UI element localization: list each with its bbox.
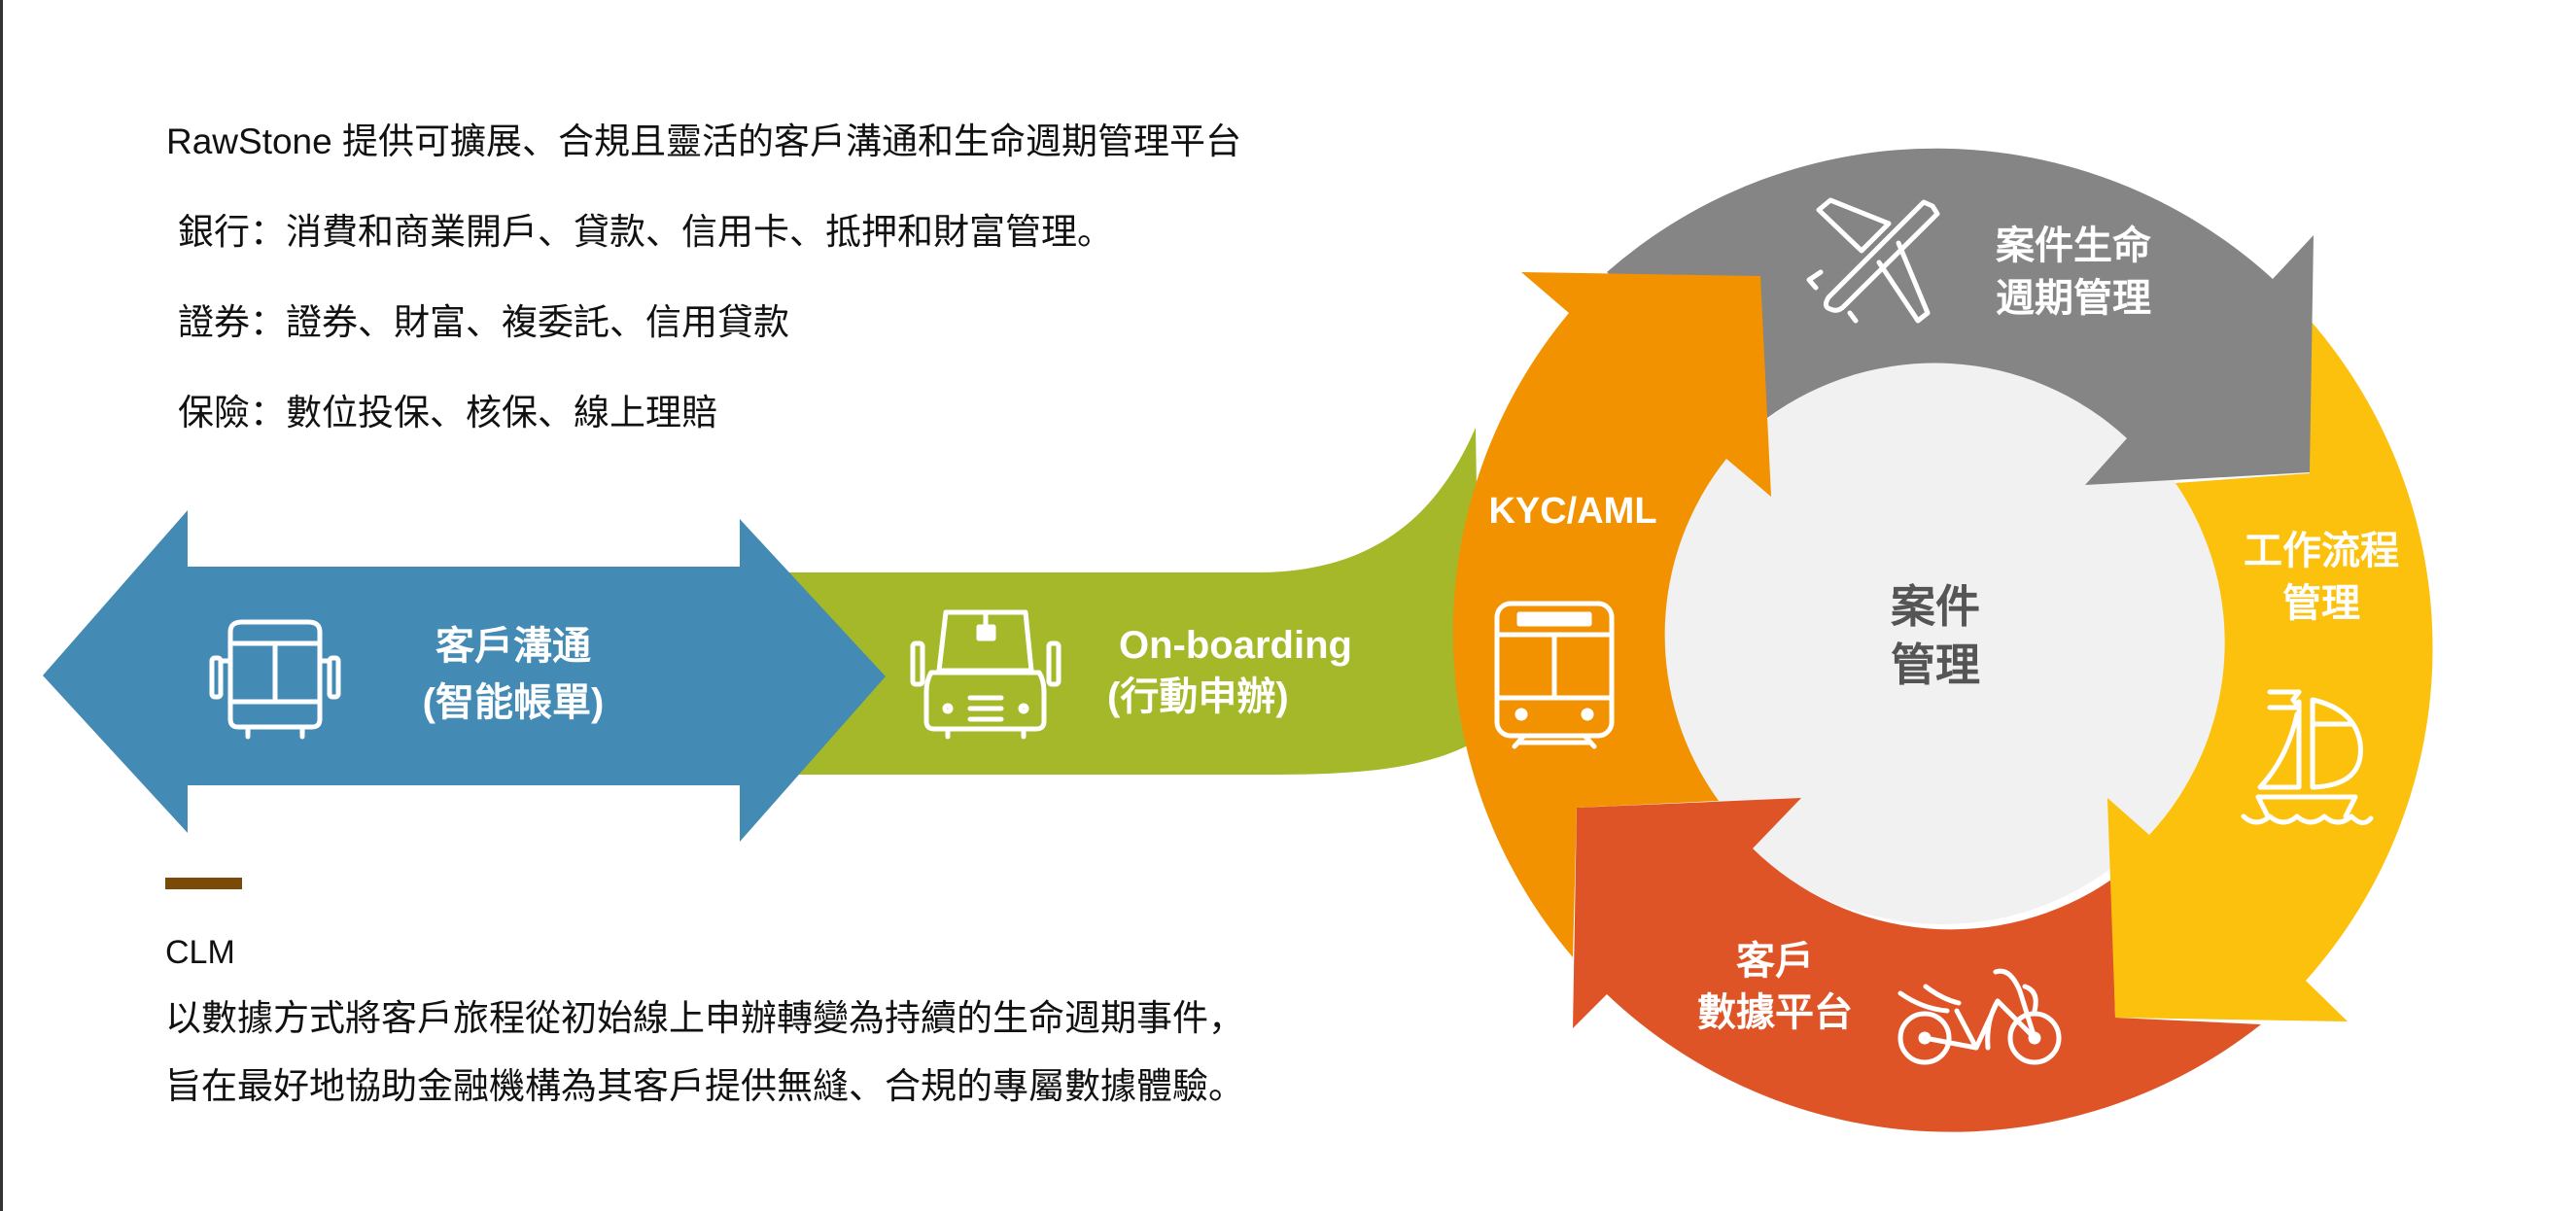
communication-arrow xyxy=(43,510,886,842)
intro-title: RawStone 提供可擴展、合規且靈活的客戶溝通和生命週期管理平台 xyxy=(166,121,1241,161)
onboarding-label: On-boarding xyxy=(1119,624,1352,667)
intro-securities: 證券：證券、財富、複委託、信用貸款 xyxy=(178,302,789,342)
workflow-label-1: 工作流程 xyxy=(2244,530,2399,572)
onboarding-sublabel: (行動申辦) xyxy=(1107,675,1289,718)
segment-data-platform xyxy=(1573,798,2261,1132)
train-icon xyxy=(1494,601,1615,749)
sailboat-icon xyxy=(2241,689,2374,825)
onboarding-band xyxy=(781,428,1480,775)
center-disc xyxy=(1659,359,2225,924)
lifecycle-label-2: 週期管理 xyxy=(1996,277,2151,320)
communication-sublabel: (智能帳單) xyxy=(423,681,605,724)
kyc-label: KYC/AML xyxy=(1488,491,1656,532)
data-platform-label-2: 數據平台 xyxy=(1697,991,1853,1034)
clm-heading: CLM xyxy=(165,934,235,971)
intro-insurance: 保險：數位投保、核保、線上理賠 xyxy=(178,393,717,432)
clm-line-2: 旨在最好地協助金融機構為其客戶提供無縫、合規的專屬數據體驗。 xyxy=(165,1066,1244,1106)
bicycle-icon xyxy=(1897,968,2062,1065)
center-label-1: 案件 xyxy=(1891,581,1980,632)
car-icon xyxy=(910,609,1062,740)
lifecycle-label-1: 案件生命 xyxy=(1996,224,2151,267)
airplane-icon xyxy=(1806,197,1940,324)
segment-lifecycle xyxy=(1607,148,2314,486)
bus-icon xyxy=(209,619,341,740)
intro-banking: 銀行：消費和商業開戶、貸款、信用卡、抵押和財富管理。 xyxy=(178,212,1113,252)
communication-label: 客戶溝通 xyxy=(435,625,591,668)
data-platform-label-1: 客戶 xyxy=(1736,940,1814,983)
diagram: 客戶溝通 (智能帳單) On-boarding (行動申辦) 案件 管理 案件生… xyxy=(43,148,2433,1132)
center-label-2: 管理 xyxy=(1891,640,1980,690)
segment-workflow xyxy=(2107,320,2433,1021)
divider-bar xyxy=(165,878,242,889)
clm-line-1: 以數據方式將客戶旅程從初始線上申辦轉變為持續的生命週期事件， xyxy=(165,998,1244,1038)
workflow-label-2: 管理 xyxy=(2282,582,2360,625)
